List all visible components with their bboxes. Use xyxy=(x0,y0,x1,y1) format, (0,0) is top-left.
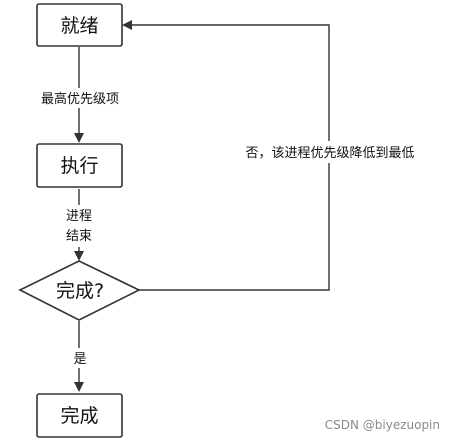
edge-label-highest-priority: 最高优先级项 xyxy=(41,91,119,107)
node-complete-box xyxy=(36,393,123,438)
edge-label-no-lower-priority: 否，该进程优先级降低到最低 xyxy=(245,146,414,161)
label-bg-highest-priority xyxy=(32,88,128,108)
node-done-decision-diamond xyxy=(18,260,141,321)
node-complete-label: 完成 xyxy=(60,405,98,427)
label-bg-yes xyxy=(70,348,90,368)
node-ready-label: 就绪 xyxy=(60,15,98,37)
edge-label-process-end-line1: 进程 xyxy=(66,209,92,224)
label-bg-no-lower-priority xyxy=(226,141,434,163)
node-complete: 完成 xyxy=(36,393,123,438)
edge-label-yes: 是 xyxy=(73,352,86,367)
edge-label-process-end-line2: 结束 xyxy=(66,229,92,244)
label-bg-process-end xyxy=(62,205,96,247)
node-execute-label: 执行 xyxy=(60,155,98,177)
watermark-text: CSDN @biyezuopin xyxy=(325,418,440,432)
node-execute-box xyxy=(36,143,123,188)
node-done-decision-label: 完成? xyxy=(56,280,104,302)
node-ready: 就绪 xyxy=(36,3,123,47)
node-ready-box xyxy=(36,3,123,47)
node-done-decision: 完成? xyxy=(18,260,141,321)
node-execute: 执行 xyxy=(36,143,123,188)
